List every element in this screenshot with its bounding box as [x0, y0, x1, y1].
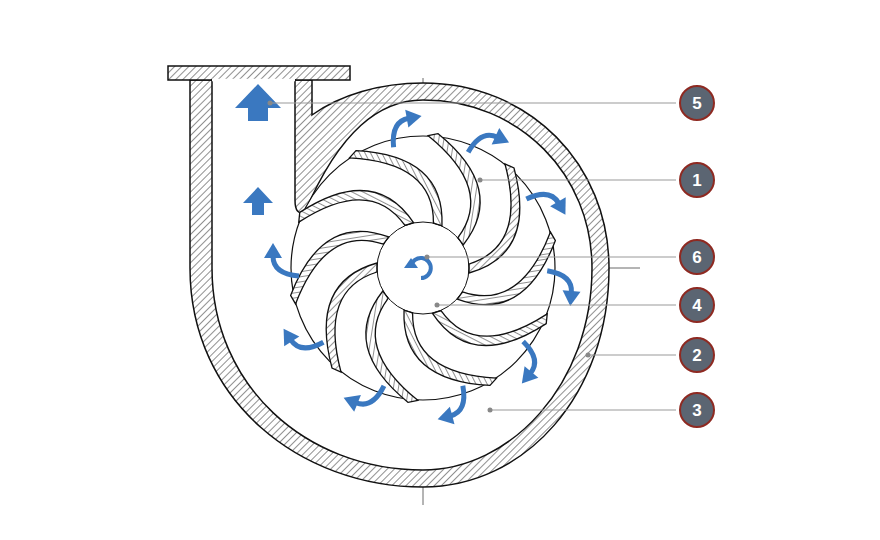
leader-lines	[270, 103, 676, 410]
leader-dots	[268, 101, 591, 413]
outlet-opening	[212, 79, 295, 82]
callout-badge: 5	[679, 85, 715, 121]
rotation-arrow	[404, 258, 418, 268]
callout-number: 5	[692, 95, 701, 112]
outlet-flange	[168, 66, 350, 80]
impeller-rim	[291, 136, 555, 400]
flow-arrows	[264, 107, 582, 428]
callout-badge: 2	[679, 337, 715, 373]
callout-badge: 6	[679, 239, 715, 275]
fluid-channel	[212, 80, 592, 470]
rotation-arrow	[411, 258, 431, 278]
callout-number: 3	[692, 402, 701, 419]
callout-badge: 4	[679, 287, 715, 323]
callout-number: 6	[692, 249, 701, 266]
outflow-arrow	[243, 187, 273, 215]
callout-badge: 3	[679, 392, 715, 428]
volute-casing	[190, 80, 609, 487]
impeller-blades	[284, 127, 563, 409]
callout-number: 2	[692, 347, 701, 364]
callout-badge: 1	[679, 162, 715, 198]
impeller-eye	[377, 222, 469, 314]
callout-number: 4	[692, 297, 701, 314]
callout-number: 1	[692, 172, 701, 189]
